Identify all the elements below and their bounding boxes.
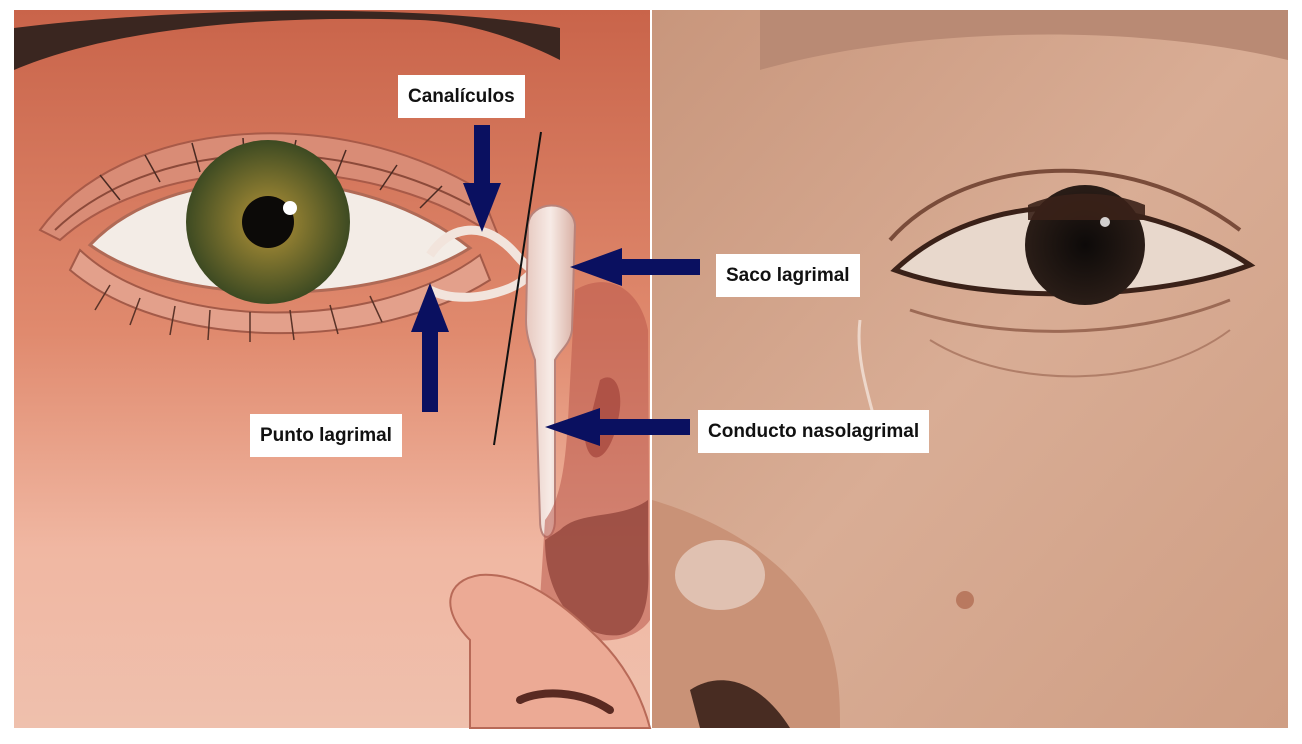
label-saco-lagrimal: Saco lagrimal	[716, 254, 860, 297]
label-punto-lagrimal: Punto lagrimal	[250, 414, 402, 457]
photo-panel	[652, 10, 1288, 728]
label-conducto-nasolagrimal: Conducto nasolagrimal	[698, 410, 929, 453]
label-canaliculos: Canalículos	[398, 75, 525, 118]
illustration-panel	[14, 10, 650, 728]
